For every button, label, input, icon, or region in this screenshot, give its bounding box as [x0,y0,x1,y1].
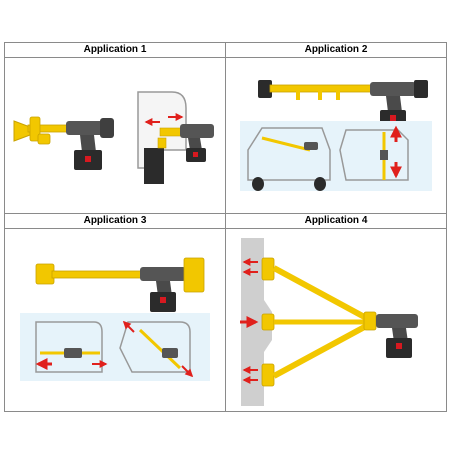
spreader-tool-icon [261,257,418,387]
application-1-illustration [13,91,214,184]
application-grid: Application 1 Application 2 Application … [4,42,447,412]
application-3-illustration [20,257,210,381]
grid-divider-vertical [225,43,226,411]
application-4-illustration [240,238,418,406]
spreader-tool-icon [35,257,205,312]
panel-title-application-2: Application 2 [304,44,368,55]
panel-title-application-4: Application 4 [304,215,368,226]
grid-divider-bottom-header [5,228,446,229]
door-outline-icon [339,125,409,181]
car-outline-icon [247,127,331,191]
application-2-illustration [240,80,432,191]
grid-divider-top-header [5,57,446,58]
panel-title-application-1: Application 1 [83,44,147,55]
panel-title-application-3: Application 3 [83,215,147,226]
door-outline-icon [137,91,214,184]
grid-divider-middle [5,213,446,214]
door-outline-icon [119,320,194,378]
vehicle-panel [20,313,210,381]
door-outline-icon [35,321,108,373]
spreader-tool-icon [13,116,114,170]
